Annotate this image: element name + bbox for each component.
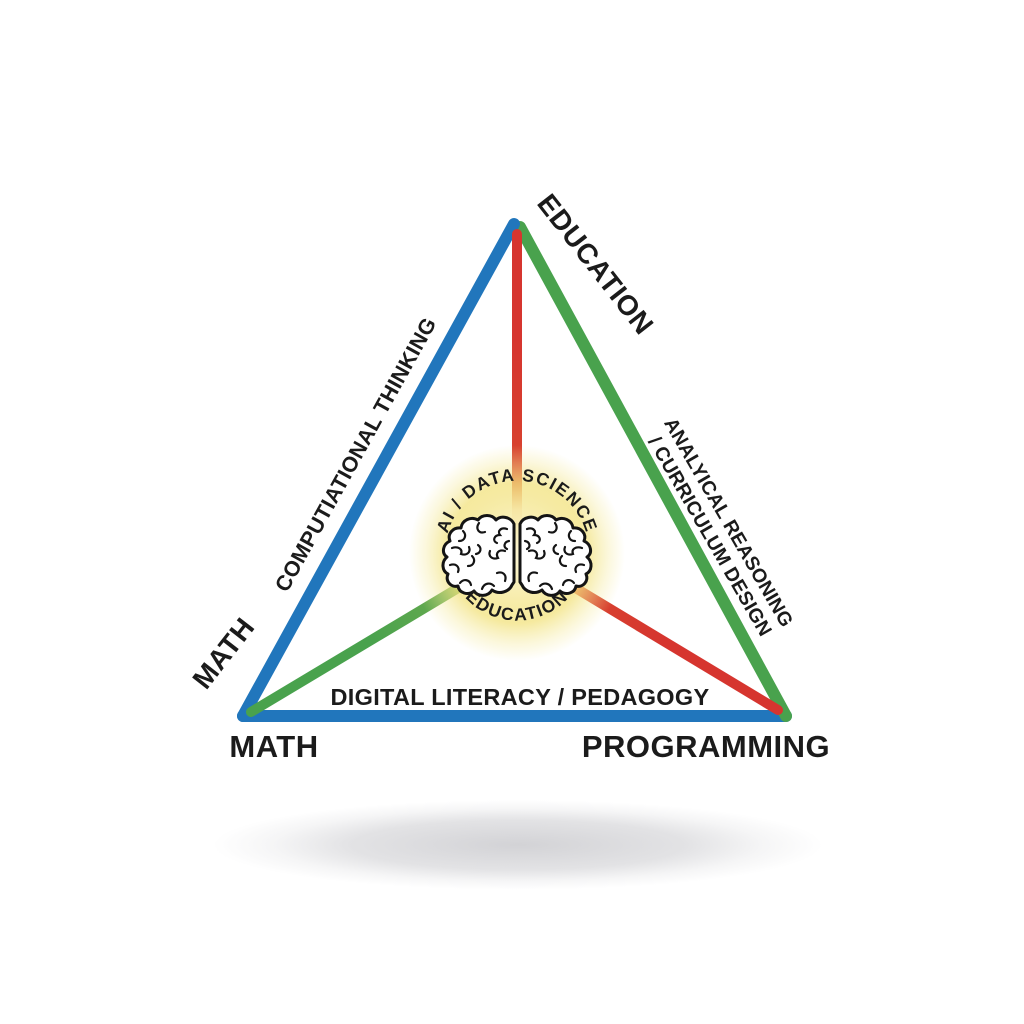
edge-label-analytical-reasoning: ANALYICAL REASONING / CURRICULUM DESIGN <box>639 414 800 647</box>
vertex-label-math-rotated: MATH <box>186 612 260 695</box>
edge-right-education-programming <box>514 221 792 722</box>
drop-shadow <box>213 800 823 890</box>
center-glow <box>409 445 625 661</box>
edge-label-digital-literacy: DIGITAL LITERACY / PEDAGOGY <box>331 684 710 710</box>
edge-left-math-education <box>237 218 520 722</box>
triangle-edges <box>237 218 792 722</box>
edge-label-analytical-line2: / CURRICULUM DESIGN <box>643 433 776 641</box>
vertex-label-education: EDUCATION <box>531 188 659 340</box>
vertex-label-programming: PROGRAMMING <box>582 729 830 764</box>
vertex-label-math: MATH <box>229 729 318 764</box>
